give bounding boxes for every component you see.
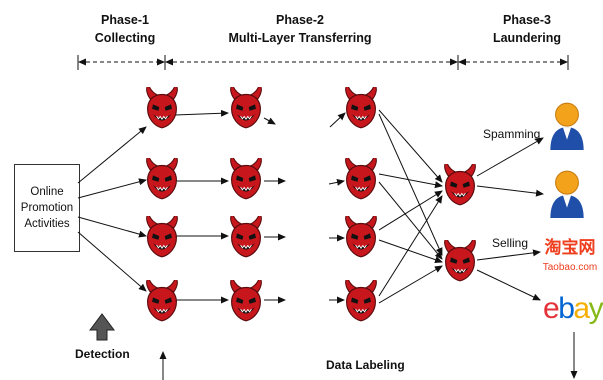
taobao-logo: 淘宝网 Taobao.com bbox=[543, 237, 597, 273]
phase-2-subtitle: Multi-Layer Transferring bbox=[228, 31, 372, 45]
user-icon bbox=[549, 170, 585, 218]
online-promotion-activities-box: Online Promotion Activities bbox=[14, 164, 80, 252]
svg-text:ebay: ebay bbox=[543, 292, 603, 325]
taobao-logo-cn: 淘宝网 bbox=[545, 237, 596, 258]
phase-1-subtitle: Collecting bbox=[94, 31, 156, 45]
source-fan-out-arrows bbox=[77, 126, 147, 292]
devil-icon bbox=[444, 164, 476, 206]
devil-icon bbox=[230, 158, 262, 200]
source-line-3: Activities bbox=[24, 218, 70, 230]
phase-1-title: Phase-1 Collecting bbox=[80, 11, 170, 47]
laundering-arrows bbox=[476, 137, 578, 379]
phase-3-subtitle: Laundering bbox=[492, 31, 562, 45]
taobao-logo-en: Taobao.com bbox=[543, 262, 597, 273]
source-line-2: Promotion bbox=[20, 202, 74, 214]
user-icon bbox=[549, 102, 585, 150]
merge-arrows bbox=[378, 109, 443, 304]
detection-label: Detection bbox=[75, 347, 130, 361]
devil-icon bbox=[345, 280, 377, 322]
detection-arrow bbox=[89, 313, 115, 341]
devil-icon bbox=[345, 87, 377, 129]
ebay-logo: ebay bbox=[543, 292, 603, 325]
devil-icon bbox=[146, 87, 178, 129]
devil-icon bbox=[345, 216, 377, 258]
devil-icon bbox=[230, 87, 262, 129]
phase-2-title: Phase-2 Multi-Layer Transferring bbox=[210, 11, 390, 47]
ebay-letter-y: y bbox=[589, 292, 603, 325]
devil-icon bbox=[146, 280, 178, 322]
phase-3-name: Phase-3 bbox=[503, 13, 551, 27]
devil-icon bbox=[444, 240, 476, 282]
devil-icon bbox=[146, 158, 178, 200]
devil-icon bbox=[230, 216, 262, 258]
phase-2-name: Phase-2 bbox=[276, 13, 324, 27]
ebay-letter-a: a bbox=[573, 292, 590, 325]
layer-transfer-arrows bbox=[174, 109, 346, 304]
devil-icon bbox=[230, 280, 262, 322]
ebay-letter-e: e bbox=[543, 292, 559, 325]
selling-label: Selling bbox=[492, 236, 529, 250]
source-line-1: Online bbox=[30, 186, 64, 198]
ebay-letter-b: b bbox=[558, 292, 574, 325]
data-labeling-label: Data Labeling bbox=[326, 358, 405, 372]
spamming-label: Spamming bbox=[483, 127, 541, 141]
devil-icon bbox=[345, 158, 377, 200]
phase-3-title: Phase-3 Laundering bbox=[472, 11, 582, 47]
phase-1-name: Phase-1 bbox=[101, 13, 149, 27]
devil-icon bbox=[146, 216, 178, 258]
